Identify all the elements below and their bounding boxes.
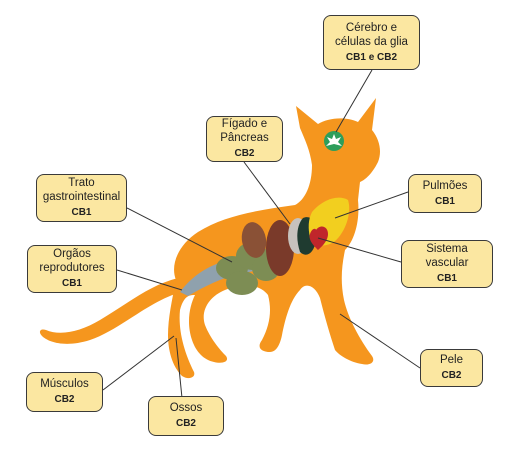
line-skin	[339, 313, 421, 369]
cat-tail	[39, 278, 183, 344]
pancreas-organ	[241, 222, 267, 258]
label-liver: Fígado e Pâncreas CB2	[206, 116, 283, 162]
line-lungs	[334, 191, 409, 219]
label-liver-line2: Pâncreas	[220, 132, 269, 144]
label-vascular-line1: Sistema	[426, 243, 468, 255]
label-gi-line2: gastrointestinal	[42, 191, 121, 203]
label-gi-code: CB1	[71, 207, 92, 218]
connector-lines	[102, 69, 421, 399]
label-brain: Cérebro e células da glia CB1 e CB2	[323, 15, 420, 70]
label-gi-line1: Trato	[68, 177, 95, 189]
label-repro-code: CB1	[61, 278, 82, 289]
line-brain	[335, 69, 373, 133]
line-vascular	[317, 237, 402, 263]
label-brain-line1: Cérebro e	[345, 21, 398, 34]
label-skin-line1: Pele	[439, 354, 464, 366]
label-skin: Pele CB2	[420, 349, 483, 387]
line-muscles	[102, 335, 175, 391]
label-vascular-code: CB1	[436, 273, 457, 284]
label-bones-line1: Ossos	[169, 402, 203, 414]
label-muscles-line1: Músculos	[40, 378, 89, 390]
label-vascular-line2: vascular	[425, 257, 469, 269]
brain-detail-icon	[326, 134, 342, 146]
liver-organ	[266, 220, 294, 276]
label-liver-code: CB2	[234, 148, 255, 159]
label-lungs-line1: Pulmões	[422, 179, 468, 192]
label-muscles-code: CB2	[54, 394, 75, 405]
label-liver-line1: Fígado e	[221, 118, 268, 130]
label-repro-line2: reprodutores	[39, 262, 105, 274]
label-lungs-code: CB1	[434, 195, 455, 207]
label-lungs: Pulmões CB1	[408, 174, 482, 213]
line-gi	[126, 207, 233, 263]
line-liver	[243, 161, 291, 225]
label-vascular: Sistema vascular CB1	[401, 240, 493, 288]
label-repro-line1: Orgãos	[53, 248, 91, 260]
label-gi: Trato gastrointestinal CB1	[36, 174, 127, 222]
line-bones	[175, 337, 183, 399]
label-bones: Ossos CB2	[148, 396, 224, 436]
line-repro	[116, 269, 183, 291]
label-brain-code: CB1 e CB2	[345, 51, 398, 63]
label-muscles: Músculos CB2	[26, 372, 103, 412]
label-skin-code: CB2	[441, 370, 462, 381]
label-repro: Orgãos reprodutores CB1	[27, 245, 117, 293]
label-bones-code: CB2	[175, 418, 196, 429]
label-brain-line2: células da glia	[335, 35, 408, 48]
